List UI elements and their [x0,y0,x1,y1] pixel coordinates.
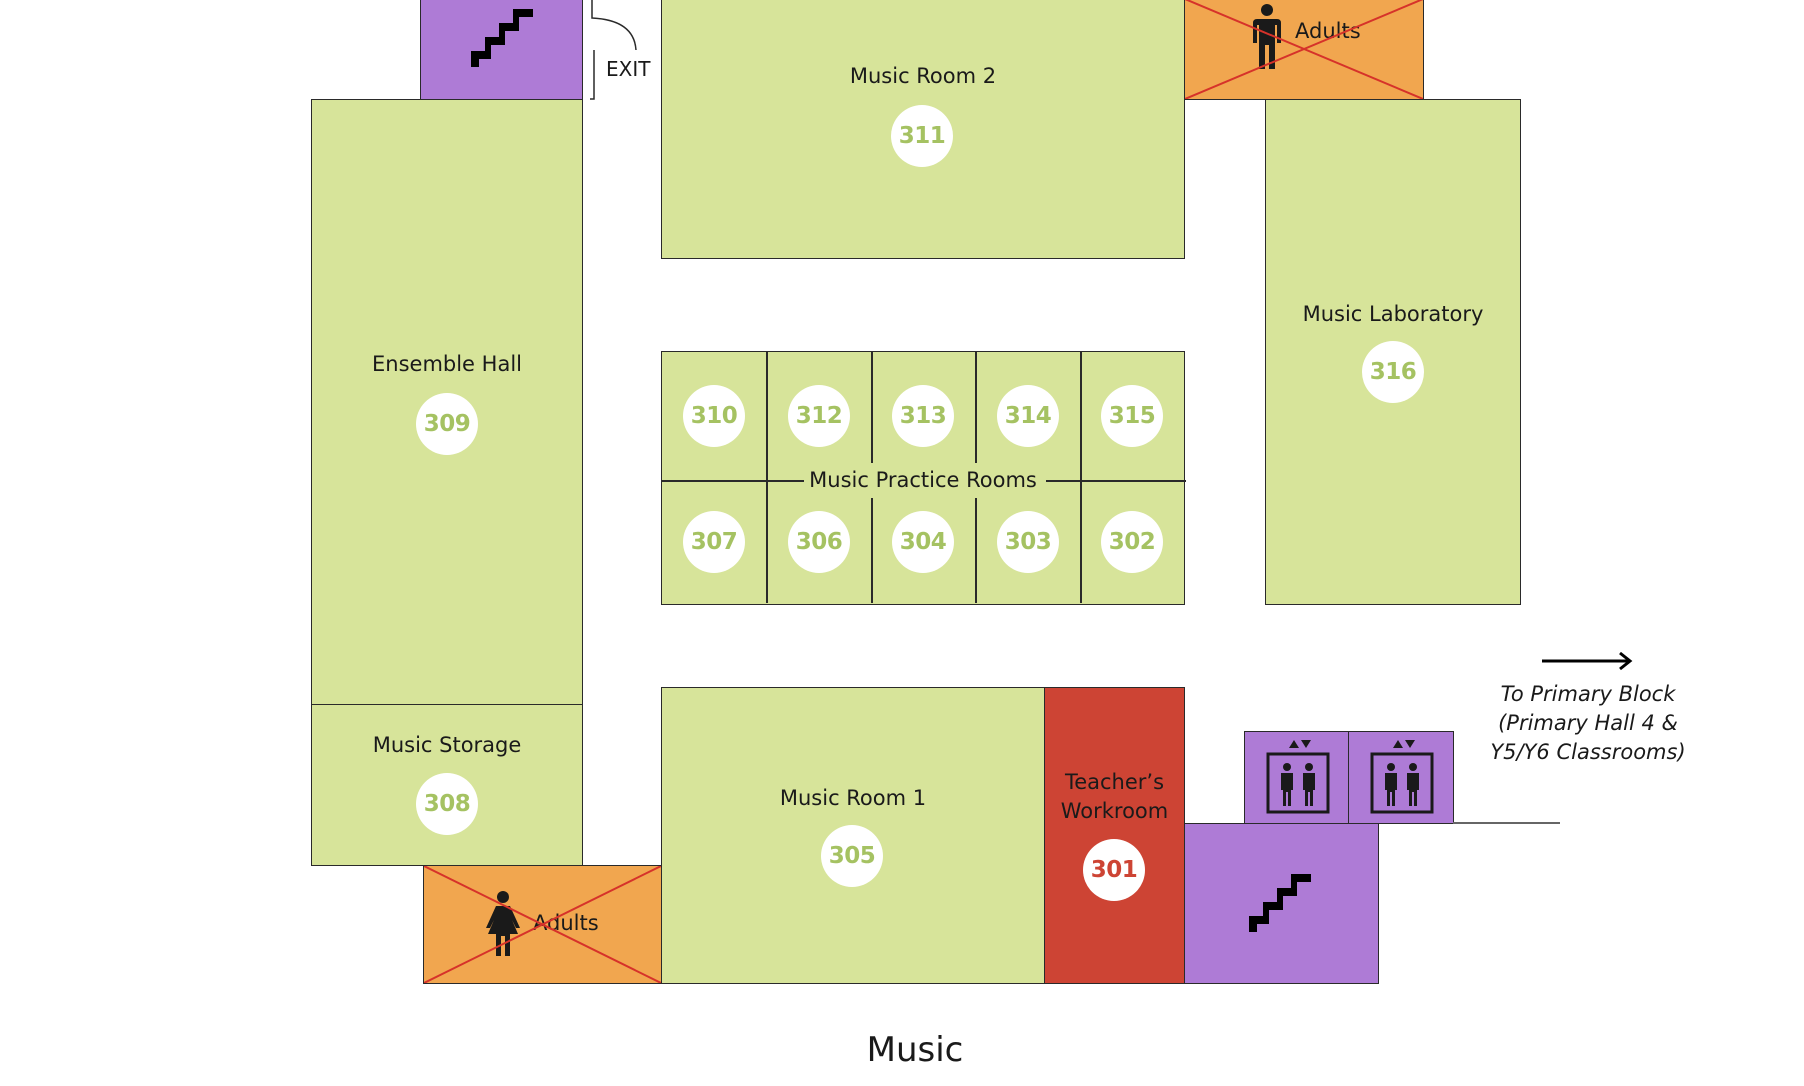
practice-room-310[interactable]: 310 [683,385,745,447]
room-music-laboratory[interactable]: Music Laboratory 316 [1265,99,1521,605]
room-number-badge: 301 [1083,839,1145,901]
arrow-right-icon [1542,651,1633,671]
room-number-badge: 309 [416,393,478,455]
stairs-top[interactable] [420,0,583,100]
room-teachers-workroom[interactable]: Teacher’s Workroom 301 [1044,687,1185,984]
practice-room-304[interactable]: 304 [892,511,954,573]
practice-room-306[interactable]: 306 [788,511,850,573]
room-music-room-1[interactable]: Music Room 1 305 [661,687,1045,984]
restroom-adults-bottom[interactable]: Adults [423,865,662,984]
female-person-icon [486,891,520,956]
map-title: Music [866,1030,964,1070]
room-music-storage[interactable]: Music Storage 308 [311,704,583,866]
practice-room-315[interactable]: 315 [1101,385,1163,447]
direction-note-line3: Y5/Y6 Classrooms) [1490,740,1686,764]
divider [1080,352,1082,603]
practice-room-307[interactable]: 307 [683,511,745,573]
room-number-badge: 311 [891,105,953,167]
divider [975,498,977,603]
music-practice-rooms: Music Practice Rooms 310 312 313 314 315… [661,351,1186,605]
direction-note-line2: (Primary Hall 4 & [1498,711,1678,735]
stairs-icon [1249,874,1311,932]
room-number-badge: 305 [821,825,883,887]
room-name: Music Storage [372,733,522,757]
room-name: Music Laboratory [1302,302,1484,326]
practice-rooms-label: Music Practice Rooms [809,468,1037,492]
corridor-line [1453,822,1560,824]
practice-room-312[interactable]: 312 [788,385,850,447]
elevator-icon [1266,740,1330,814]
practice-room-303[interactable]: 303 [997,511,1059,573]
restricted-cross-icon [1185,0,1423,99]
exit-label: EXIT [606,57,651,81]
elevator-icon [1370,740,1434,814]
room-name: Ensemble Hall [372,352,522,376]
room-ensemble-hall[interactable]: Ensemble Hall 309 [311,99,583,706]
room-music-room-2[interactable]: Music Room 2 311 [661,0,1185,259]
divider [871,352,873,463]
room-number-badge: 316 [1362,341,1424,403]
elevator-1[interactable] [1244,731,1349,824]
room-name: Music Room 2 [849,64,997,88]
direction-note: To Primary Block (Primary Hall 4 & Y5/Y6… [1468,680,1708,767]
room-name-line2: Workroom [1060,799,1169,823]
divider [662,480,804,482]
divider [871,498,873,603]
room-name: Music Room 1 [779,786,927,810]
exit-door[interactable] [590,0,640,102]
divider [975,352,977,463]
divider [1046,480,1186,482]
practice-room-314[interactable]: 314 [997,385,1059,447]
room-name: Teacher’s [1064,770,1165,794]
direction-note-line1: To Primary Block [1500,682,1676,706]
divider [766,352,768,603]
elevator-2[interactable] [1348,731,1454,824]
restroom-adults-top[interactable]: Adults [1184,0,1424,100]
stairs-bottom[interactable] [1184,823,1379,984]
room-number-badge: 308 [416,773,478,835]
restricted-cross-icon [424,866,661,983]
practice-room-313[interactable]: 313 [892,385,954,447]
practice-room-302[interactable]: 302 [1101,511,1163,573]
stairs-icon [471,9,533,67]
